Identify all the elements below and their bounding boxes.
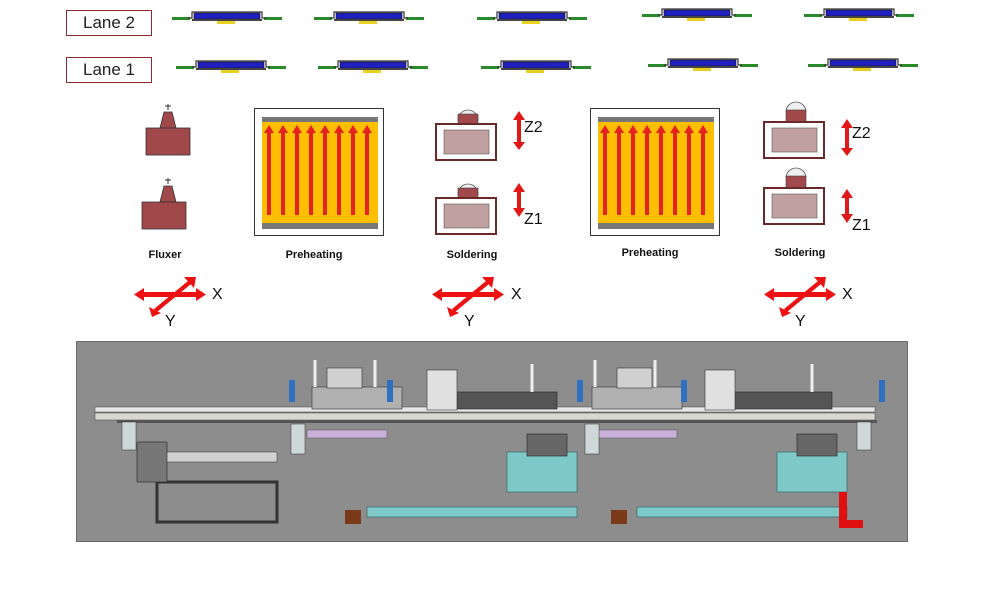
x-label-2: X xyxy=(511,286,522,303)
pcb-boards xyxy=(171,8,919,74)
z1-label-2: Z1 xyxy=(852,217,871,234)
y-label-2: Y xyxy=(464,313,475,330)
fluxer-nozzles xyxy=(141,104,191,230)
fluxer-nozzle-lower xyxy=(141,178,187,230)
z-arrows-1 xyxy=(513,111,525,217)
preheating-oven-2 xyxy=(590,108,720,236)
soldering-label-2: Soldering xyxy=(774,247,826,259)
pcb-lane2-5 xyxy=(803,8,915,22)
x-label-3: X xyxy=(842,286,853,303)
pcb-lane2-1 xyxy=(171,11,283,25)
y-label-3: Y xyxy=(795,313,806,330)
xy-arrows-3 xyxy=(764,277,836,317)
lane-2-label: Lane 2 xyxy=(66,10,152,36)
preheating-label-2: Preheating xyxy=(621,247,679,259)
z1-label-1: Z1 xyxy=(524,211,543,228)
z2-label-2: Z2 xyxy=(852,125,871,142)
solder-pot-upper-2 xyxy=(763,101,825,159)
xy-arrows-1 xyxy=(134,277,206,317)
x-label-1: X xyxy=(212,286,223,303)
lane-1-label: Lane 1 xyxy=(66,57,152,83)
soldering-station-1 xyxy=(435,109,525,235)
pcb-lane1-2 xyxy=(317,60,429,74)
heater-arrows-2 xyxy=(598,117,714,229)
fluxer-nozzle-upper xyxy=(145,104,191,156)
pcb-lane2-3 xyxy=(476,11,588,25)
y-label-1: Y xyxy=(165,313,176,330)
pcb-lane1-1 xyxy=(175,60,287,74)
pcb-lane1-4 xyxy=(647,58,759,72)
preheating-label-1: Preheating xyxy=(285,249,343,261)
z2-label-1: Z2 xyxy=(524,119,543,136)
pcb-lane1-3 xyxy=(480,60,592,74)
z-arrows-2 xyxy=(841,119,853,223)
xy-arrows-2 xyxy=(432,277,504,317)
pcb-lane1-5 xyxy=(807,58,919,72)
pcb-lane2-4 xyxy=(641,8,753,22)
pcb-lane2-2 xyxy=(313,11,425,25)
solder-pot-lower-2 xyxy=(763,167,825,225)
solder-pot-upper xyxy=(435,109,497,161)
preheating-oven-1 xyxy=(254,108,384,236)
soldering-label-1: Soldering xyxy=(446,249,498,261)
soldering-station-2 xyxy=(763,101,853,225)
machine-side-view xyxy=(76,341,908,542)
solder-pot-lower xyxy=(435,183,497,235)
heater-arrows-1 xyxy=(262,117,378,229)
machine-drawing xyxy=(77,342,907,541)
fluxer-label: Fluxer xyxy=(148,249,182,261)
